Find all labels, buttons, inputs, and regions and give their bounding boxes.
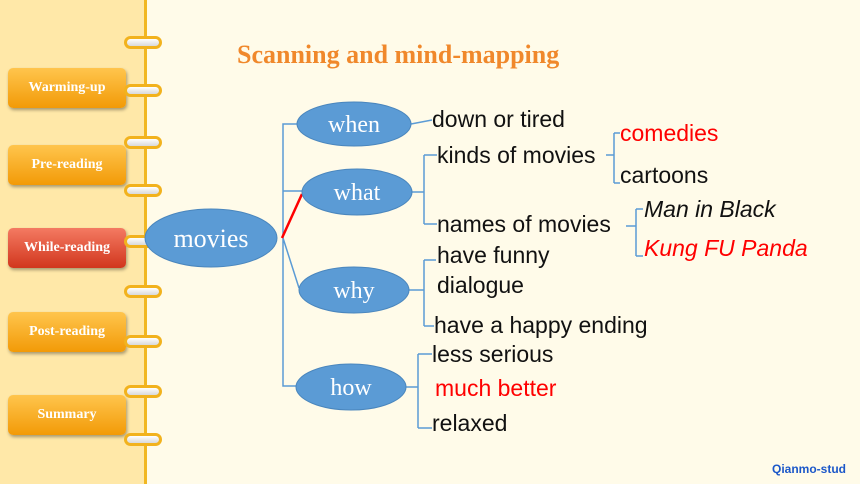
leaf-have-a-happy-ending: have a happy ending (434, 312, 648, 338)
leaf-down-or-tired: down or tired (432, 106, 565, 132)
binder-ring (124, 285, 162, 298)
binder-ring (124, 335, 162, 348)
leaf-man-in-black: Man in Black (644, 196, 776, 222)
node-what-label: what (334, 180, 381, 206)
node-when-label: when (328, 112, 380, 138)
connector-kinds (606, 132, 620, 184)
tab-while-reading[interactable]: While-reading (8, 228, 126, 268)
leaf-names-of-movies: names of movies (437, 211, 611, 237)
leaf-cartoons: cartoons (620, 162, 709, 188)
tab-summary[interactable]: Summary (8, 395, 126, 435)
leaf-less-serious: less serious (432, 341, 554, 367)
node-root (144, 208, 278, 268)
watermark-credit: Qianmo-stud (772, 462, 846, 476)
connector-how (406, 353, 432, 429)
tab-warming-up[interactable]: Warming-up (8, 68, 126, 108)
binder-ring (124, 385, 162, 398)
node-root-label: movies (173, 224, 248, 253)
connector-when (410, 119, 433, 125)
node-how-label: how (330, 375, 372, 401)
highlight-line (280, 193, 304, 239)
leaf-comedies: comedies (620, 120, 719, 146)
binder-ring (124, 433, 162, 446)
binder-ring (124, 136, 162, 149)
binder-ring (124, 184, 162, 197)
binder-ring (124, 36, 162, 49)
leaf-have-funny: have funny (437, 242, 550, 268)
connector-why (409, 259, 436, 327)
node-why-label: why (333, 278, 374, 304)
node-why (298, 266, 410, 314)
leaf-dialogue: dialogue (437, 272, 524, 298)
node-how (295, 363, 407, 411)
tab-pre-reading[interactable]: Pre-reading (8, 145, 126, 185)
tab-post-reading[interactable]: Post-reading (8, 312, 126, 352)
leaf-kung-fu-panda: Kung FU Panda (644, 235, 808, 261)
connector-what (412, 154, 437, 225)
leaf-kinds-of-movies: kinds of movies (437, 142, 596, 168)
connector-root-branches (282, 123, 302, 387)
binder-ring (124, 84, 162, 97)
page-title: Scanning and mind-mapping (237, 40, 560, 69)
leaf-much-better: much better (435, 375, 557, 401)
leaf-relaxed: relaxed (432, 410, 508, 436)
connector-names (626, 208, 643, 257)
node-what (301, 168, 413, 216)
node-when (296, 101, 412, 147)
